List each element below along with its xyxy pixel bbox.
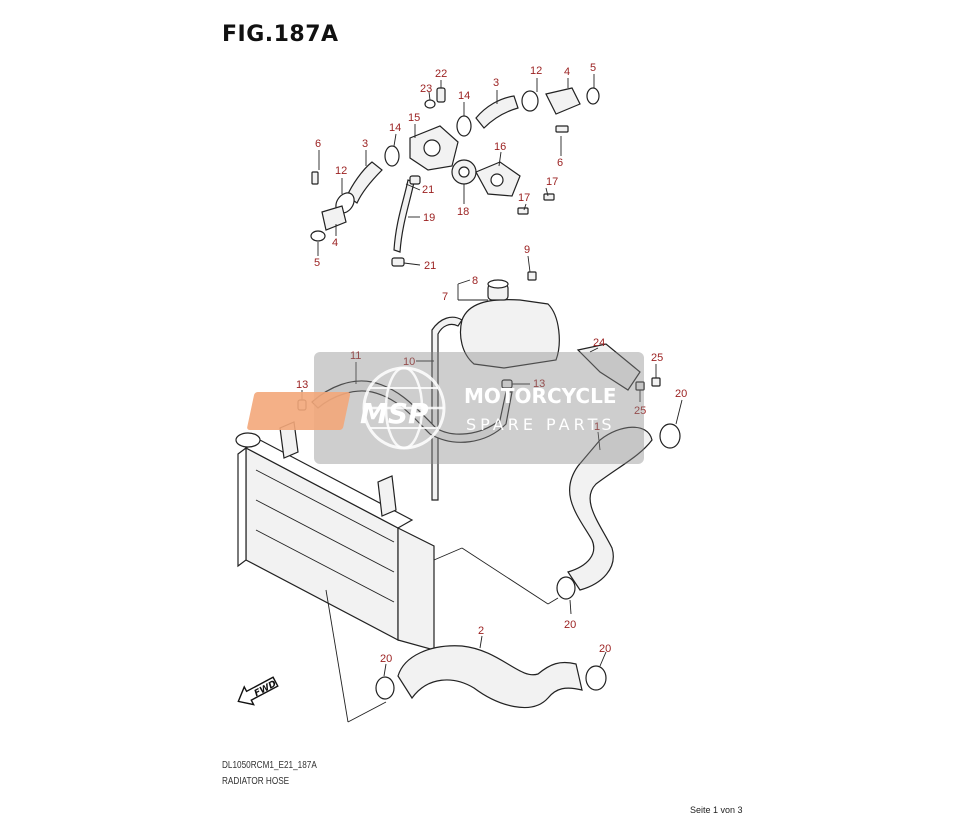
- callout-6: 6: [315, 138, 321, 150]
- callout-13: 13: [533, 378, 545, 390]
- watermark-logo: MSP: [360, 397, 429, 430]
- callout-11: 11: [350, 350, 361, 362]
- reservoir-tank: [459, 271, 661, 391]
- callout-3: 3: [493, 77, 499, 89]
- callout-4: 4: [332, 237, 338, 249]
- callout-19: 19: [423, 212, 435, 224]
- callout-21: 21: [424, 260, 436, 272]
- thermostat-assembly: [310, 87, 600, 267]
- callout-6: 6: [557, 157, 563, 169]
- callout-14: 14: [458, 90, 470, 102]
- callout-17: 17: [546, 176, 558, 188]
- callout-3: 3: [362, 138, 368, 150]
- callout-12: 12: [335, 165, 347, 177]
- callout-18: 18: [457, 206, 469, 218]
- callout-25: 25: [651, 352, 663, 364]
- callout-5: 5: [590, 62, 596, 74]
- callout-12: 12: [530, 65, 542, 77]
- callout-17: 17: [518, 192, 530, 204]
- callout-9: 9: [524, 244, 530, 256]
- callout-5: 5: [314, 257, 320, 269]
- callout-7: 7: [442, 291, 448, 303]
- callout-1: 1: [594, 421, 600, 433]
- callout-21: 21: [422, 184, 434, 196]
- callout-13: 13: [296, 379, 308, 391]
- callout-15: 15: [408, 112, 420, 124]
- watermark-line2: SPARE PARTS: [466, 415, 616, 434]
- radiator-hose-2: [397, 645, 583, 709]
- watermark-line1: MOTORCYCLE: [464, 384, 616, 408]
- callout-25: 25: [634, 405, 646, 417]
- callout-16: 16: [494, 141, 506, 153]
- callout-20: 20: [564, 619, 576, 631]
- model-code: DL1050RCM1_E21_187A: [222, 760, 317, 771]
- callout-23: 23: [420, 83, 432, 95]
- figure-description: RADIATOR HOSE: [222, 776, 290, 787]
- callout-20: 20: [675, 388, 687, 400]
- callout-2: 2: [478, 625, 484, 637]
- callout-4: 4: [564, 66, 570, 78]
- figure-title: FIG.187A: [222, 22, 339, 47]
- callout-20: 20: [599, 643, 611, 655]
- callout-8: 8: [472, 275, 478, 287]
- radiator-hose-1: [567, 426, 653, 591]
- callout-10: 10: [403, 356, 415, 368]
- page-footer: Seite 1 von 3: [690, 805, 743, 815]
- callout-22: 22: [435, 68, 447, 80]
- radiator: [235, 421, 435, 651]
- callout-14: 14: [389, 122, 401, 134]
- fwd-arrow: FWD: [237, 676, 279, 706]
- leader-lines: [301, 74, 683, 677]
- watermark: MSP MOTORCYCLE SPARE PARTS: [247, 352, 644, 464]
- callout-20: 20: [380, 653, 392, 665]
- callout-numbers: 22 23 3 12 4 5 14 15 14 3 6 16 6 12 21 1…: [296, 62, 687, 665]
- callout-24: 24: [593, 337, 605, 349]
